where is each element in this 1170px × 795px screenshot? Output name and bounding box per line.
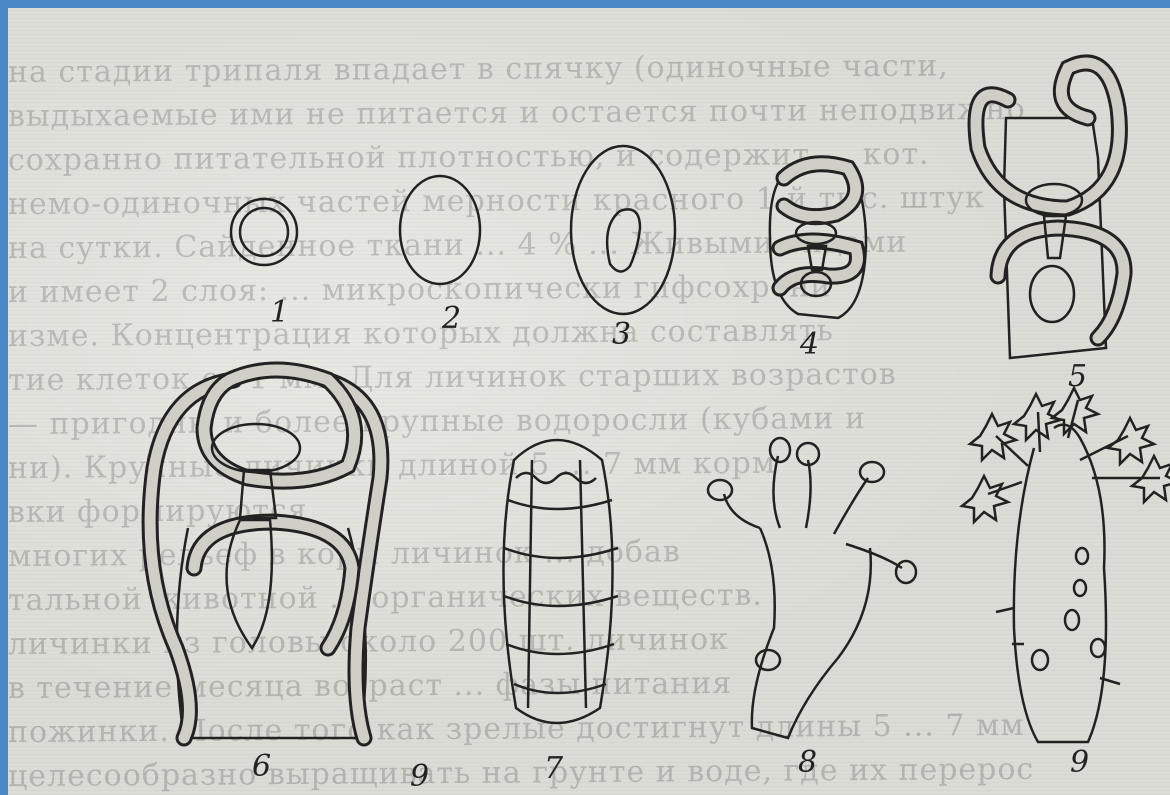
stage-5-larva [976, 63, 1124, 358]
stage-4-larva [770, 164, 866, 318]
stage-label-4: 4 [799, 327, 819, 362]
stage-label-3: 3 [612, 317, 631, 352]
stage-7-pupa [503, 440, 618, 723]
stage-label-9: 9 [1070, 745, 1089, 780]
stage-9-colony [962, 388, 1170, 742]
stage-label-5: 5 [1068, 359, 1087, 394]
stage-label-8: 8 [798, 745, 817, 780]
stage-label-1: 1 [270, 295, 289, 330]
stage-3-embryo [571, 146, 675, 314]
stage-2-oval [400, 176, 480, 284]
stage-label-6: 6 [252, 749, 271, 784]
stage-8-polyp [708, 438, 916, 738]
stage-label-7: 7 [544, 751, 564, 786]
larval-stages-figure: 1 2 3 4 5 6 7 8 9 9 [8, 8, 1170, 795]
stage-1-egg [231, 199, 297, 265]
stage-label-2: 2 [441, 301, 461, 336]
stage-6-larva [150, 370, 381, 738]
stray-mark: 9 [410, 759, 429, 794]
scanned-page: на стадии трипаля впадает в спячку (один… [8, 8, 1170, 795]
